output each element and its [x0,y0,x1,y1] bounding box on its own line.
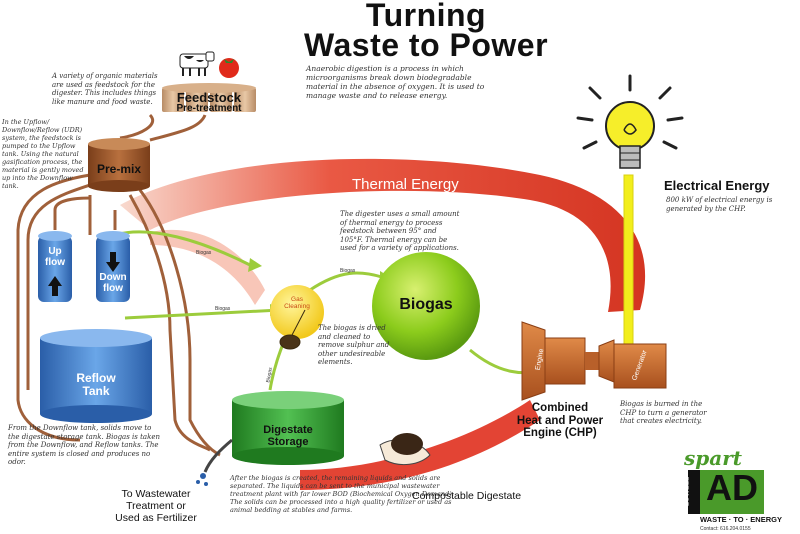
gas-cleaning-label: Gas Cleaning [276,296,318,310]
compostable-label: Compostable Digestate [412,490,522,502]
digestate-label: Digestate Storage [240,424,336,448]
title-line-2: Waste to Power [303,27,549,63]
chp-line-1: Combined [531,402,589,414]
biogas-sphere [372,252,480,360]
feedstock-note: A variety of organic materials are used … [52,72,158,106]
thermal-energy-band [120,158,646,312]
upflow-tank [38,231,72,302]
reflow-label: Reflow Tank [56,372,136,398]
biogas-pipes [114,230,541,391]
electrical-energy-label: Electrical Energy [664,178,770,193]
spart-ad-logo [688,470,764,514]
feedstock-label: Feedstock [176,90,242,105]
upflow-line-1: Up [48,246,62,257]
premix-note: In the Upflow/ Downflow/Reflow (UDR) sys… [2,118,84,190]
chp-line-2: Heat and Power [516,414,604,427]
compost-hand-icon [379,433,431,466]
electrical-line [623,174,634,346]
feed-pipes [16,113,221,457]
brush-icon [279,309,306,350]
title-line-1: Turning [365,0,487,33]
gas-cleaning-line-1: Gas [291,296,303,303]
logo-lowell: LOWELL [683,476,691,507]
reflow-note: From the Downflow tank, solids move to t… [8,424,160,466]
wastewater-line-1: To Wastewater [121,488,191,500]
logo-ad: AD [706,467,758,508]
premix-label: Pre-mix [96,162,142,176]
gas-cleaning-note: The biogas is dried and cleaned to remov… [318,324,390,366]
biogas-pipe-label-3: Biogas [340,268,356,274]
pretreatment-label: Pre-treatment [176,103,242,114]
reflow-line-1: Reflow [76,371,116,385]
gas-cleaning-line-2: Cleaning [284,303,310,310]
chp-note: Biogas is burned in the CHP to turn a ge… [620,400,707,425]
lightbulb-icon [576,74,684,169]
hose-icon [196,438,233,486]
digestate-tank [232,391,344,465]
wastewater-line-3: Used as Fertilizer [115,512,197,524]
intro-text: Anaerobic digestion is a process in whic… [306,64,485,100]
thermal-lower-band [300,400,540,490]
downflow-line-2: flow [103,283,123,294]
premix-tank [88,138,150,192]
down-arrow-icon [106,252,120,272]
chp-line-3: Engine (CHP) [523,427,597,439]
biogas-pipe-label-1: Biogas [196,250,212,256]
reflow-line-2: Tank [82,384,110,398]
cow-icon [179,51,215,76]
logo-contact: Contact: 616.204.0155 [700,526,751,532]
feedstock-barrels [162,83,256,112]
thermal-energy-label: Thermal Energy [352,176,459,193]
biogas-pipe-label-2: Biogas [215,306,231,312]
electrical-note: 800 kW of electrical energy is generated… [666,196,773,213]
wastewater-line-2: Treatment or [126,500,186,512]
page-title: Turning Waste to Power [276,0,576,63]
downflow-line-1: Down [99,272,127,283]
thermal-note: The digester uses a small amount of ther… [340,210,460,252]
logo-spart: spart [684,446,742,470]
tomato-icon [219,58,239,78]
digestate-note: After the biogas is created, the remaini… [230,474,454,514]
upflow-line-2: flow [45,257,65,268]
digestate-line-2: Storage [267,436,309,448]
logo-waste-to-energy: WASTE · TO · ENERGY [700,515,782,524]
chp-label: Combined Heat and Power Engine (CHP) [500,402,620,440]
gas-cleaning-sphere [270,285,324,339]
reflow-tank [40,329,152,423]
biogas-label: Biogas [399,296,453,313]
digestate-line-1: Digestate [263,424,313,436]
wastewater-label: To Wastewater Treatment or Used as Ferti… [96,488,216,524]
chp-engine [521,321,667,401]
upflow-label: Up flow [38,246,72,268]
downflow-label: Down flow [94,272,132,294]
up-arrow-icon [48,276,62,296]
